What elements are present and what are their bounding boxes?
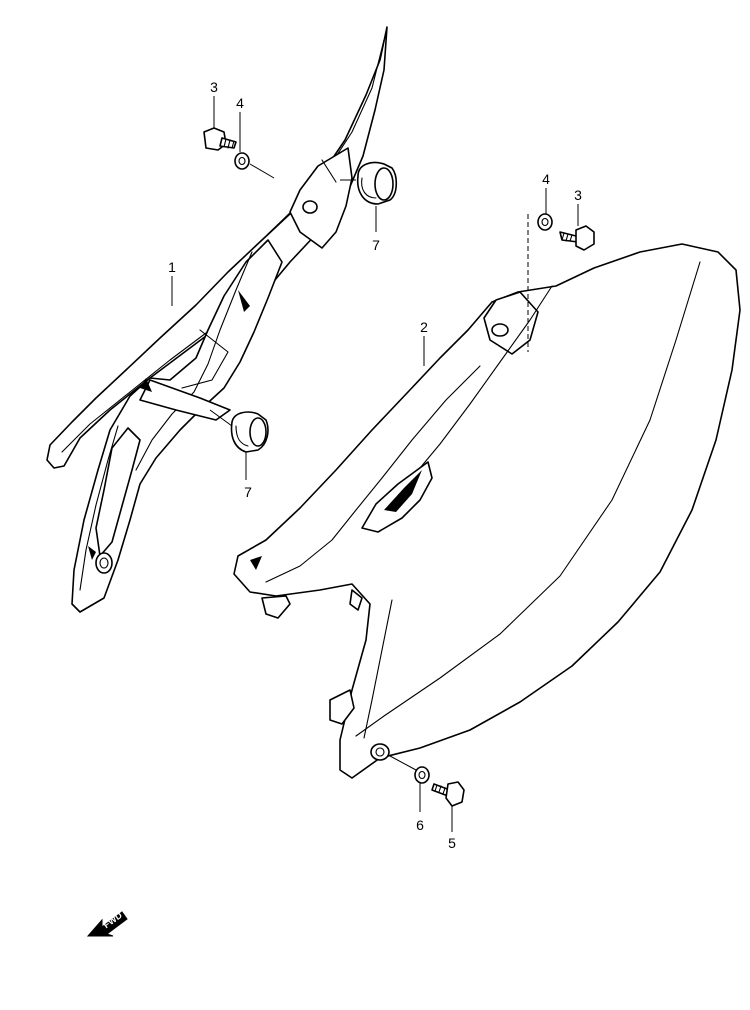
callout-6: 6 (416, 817, 424, 833)
callout-5: 5 (448, 835, 456, 851)
callout-3-upper-left: 3 (210, 79, 218, 95)
bolt-3-upper-left (203, 127, 237, 151)
callout-4-upper-left: 4 (236, 95, 244, 111)
washer-4-right (537, 213, 553, 231)
washer-6 (414, 766, 430, 784)
callout-3-right: 3 (574, 187, 582, 203)
part-2-side-cover (233, 243, 741, 779)
bolt-5 (431, 781, 465, 807)
bolt-3-right (559, 225, 595, 251)
callout-7-lower: 7 (244, 484, 252, 500)
callout-2: 2 (420, 319, 428, 335)
leader-lines (171, 96, 579, 832)
grommet-7-lower (230, 411, 269, 453)
callout-7-upper: 7 (372, 237, 380, 253)
washer-4-upper-left (234, 152, 250, 170)
callout-1: 1 (168, 259, 176, 275)
fwd-arrow-icon: FWD (86, 910, 128, 937)
callout-4-right: 4 (542, 171, 550, 187)
grommet-7-upper (356, 161, 398, 205)
part-1-frame-cover (46, 26, 388, 613)
